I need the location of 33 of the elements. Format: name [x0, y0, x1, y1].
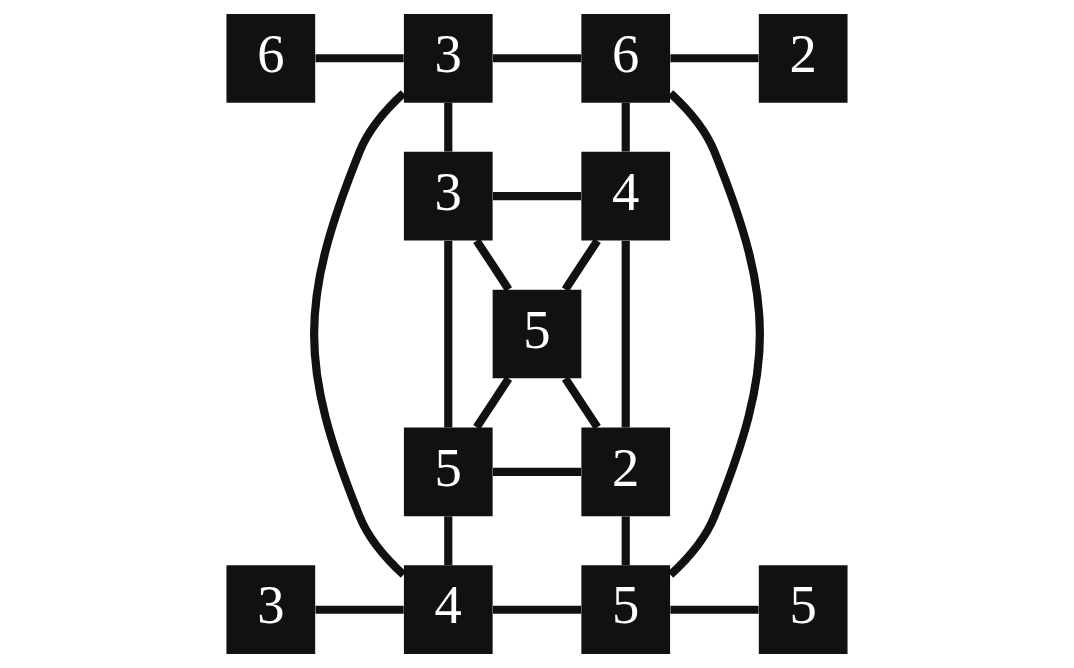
connector — [473, 238, 513, 292]
node-box: 4 — [403, 565, 493, 655]
connector — [670, 605, 759, 614]
node-box: 2 — [581, 427, 671, 517]
connector — [561, 238, 601, 292]
node-box: 5 — [403, 427, 493, 517]
connector — [493, 192, 582, 201]
node-box: 5 — [581, 565, 671, 655]
connector — [493, 467, 582, 476]
node-box: 6 — [581, 13, 671, 103]
connector — [444, 240, 453, 428]
connector — [670, 54, 759, 63]
node-box: 2 — [758, 13, 848, 103]
node-box: 3 — [403, 151, 493, 241]
connector — [444, 516, 453, 566]
connector — [621, 102, 630, 152]
connector — [621, 240, 630, 428]
connector — [444, 102, 453, 152]
node-box: 5 — [758, 565, 848, 655]
connector — [315, 54, 404, 63]
connector — [315, 605, 404, 614]
node-box: 3 — [226, 565, 316, 655]
connector — [493, 605, 582, 614]
connector — [561, 376, 601, 430]
connector — [310, 90, 407, 578]
node-box: 3 — [403, 13, 493, 103]
node-box: 6 — [226, 13, 316, 103]
connector — [621, 516, 630, 566]
connector — [493, 54, 582, 63]
node-box: 4 — [581, 151, 671, 241]
connector — [667, 90, 764, 578]
node-box: 5 — [492, 289, 582, 379]
connector — [473, 376, 513, 430]
